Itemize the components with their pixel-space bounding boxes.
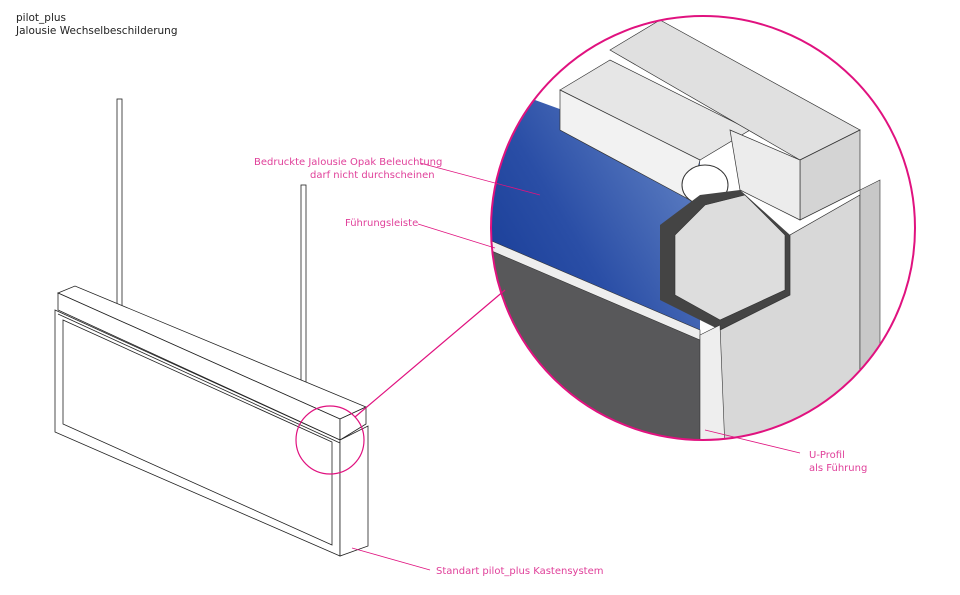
callouts (295, 15, 916, 571)
label-uprofil-2: als Führung (809, 463, 868, 474)
label-jalousie-2: darf nicht durchscheinen (310, 170, 435, 181)
label-uprofil-1: U-Profil (809, 450, 845, 461)
detail-view (491, 19, 881, 440)
label-jalousie-1: Bedruckte Jalousie Opak Beleuchtung (254, 157, 443, 168)
header-line2: Jalousie Wechselbeschilderung (16, 25, 178, 37)
sign-box (54, 285, 369, 557)
label-fuehrungsleiste: Führungsleiste (345, 218, 419, 229)
label-kasten: Standart pilot_plus Kastensystem (436, 566, 604, 577)
header-line1: pilot_plus (16, 12, 66, 24)
